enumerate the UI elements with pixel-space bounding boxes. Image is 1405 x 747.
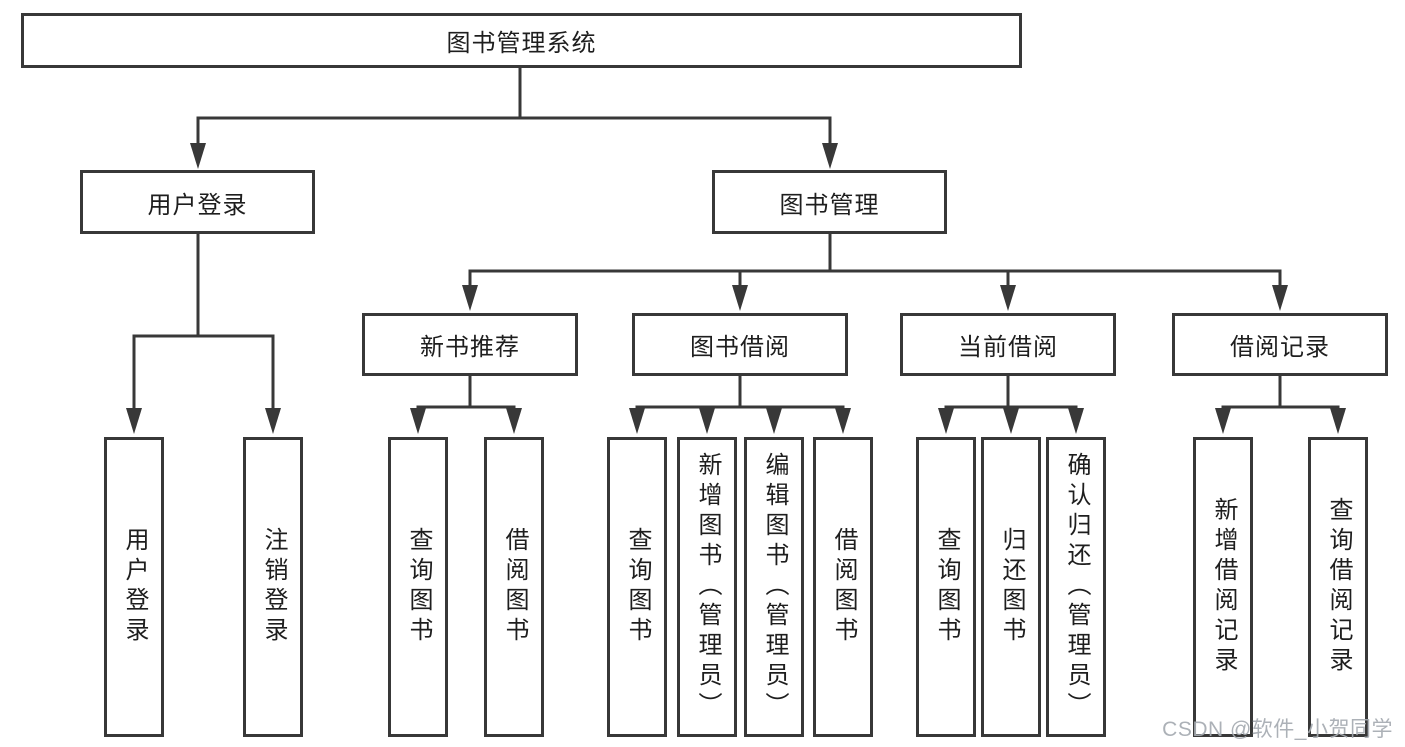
leaf-label: 新增图书（管理员） <box>694 452 721 722</box>
leaf-edit-book-admin: 编辑图书（管理员） <box>744 437 804 737</box>
node-user-login: 用户登录 <box>80 170 315 234</box>
leaf-logout: 注销登录 <box>243 437 303 737</box>
leaf-label: 新增借阅记录 <box>1210 497 1237 677</box>
node-borrowing-records: 借阅记录 <box>1172 313 1388 376</box>
watermark: CSDN @软件_小贺同学 <box>1162 718 1393 741</box>
leaf-query-books-recommend: 查询图书 <box>388 437 448 737</box>
leaf-label: 确认归还（管理员） <box>1063 452 1090 722</box>
leaf-label: 查询借阅记录 <box>1325 497 1352 677</box>
leaf-user-login: 用户登录 <box>104 437 164 737</box>
leaf-label: 查询图书 <box>933 527 960 647</box>
node-current-borrowing: 当前借阅 <box>900 313 1116 376</box>
leaf-query-books-current: 查询图书 <box>916 437 976 737</box>
leaf-query-books-borrow: 查询图书 <box>607 437 667 737</box>
leaf-label: 归还图书 <box>998 527 1025 647</box>
leaf-return-books: 归还图书 <box>981 437 1041 737</box>
leaf-confirm-return-admin: 确认归还（管理员） <box>1046 437 1106 737</box>
leaf-borrow-books: 借阅图书 <box>813 437 873 737</box>
node-library-management-system: 图书管理系统 <box>21 13 1022 68</box>
leaf-label: 用户登录 <box>121 527 148 647</box>
leaf-label: 注销登录 <box>260 527 287 647</box>
leaf-label: 借阅图书 <box>501 527 528 647</box>
node-book-borrowing: 图书借阅 <box>632 313 848 376</box>
leaf-query-borrow-record: 查询借阅记录 <box>1308 437 1368 737</box>
node-book-management: 图书管理 <box>712 170 947 234</box>
leaf-label: 查询图书 <box>624 527 651 647</box>
leaf-label: 借阅图书 <box>830 527 857 647</box>
leaf-label: 编辑图书（管理员） <box>761 452 788 722</box>
leaf-add-book-admin: 新增图书（管理员） <box>677 437 737 737</box>
leaf-borrow-books-recommend: 借阅图书 <box>484 437 544 737</box>
leaf-add-borrow-record: 新增借阅记录 <box>1193 437 1253 737</box>
leaf-label: 查询图书 <box>405 527 432 647</box>
node-new-book-recommendation: 新书推荐 <box>362 313 578 376</box>
